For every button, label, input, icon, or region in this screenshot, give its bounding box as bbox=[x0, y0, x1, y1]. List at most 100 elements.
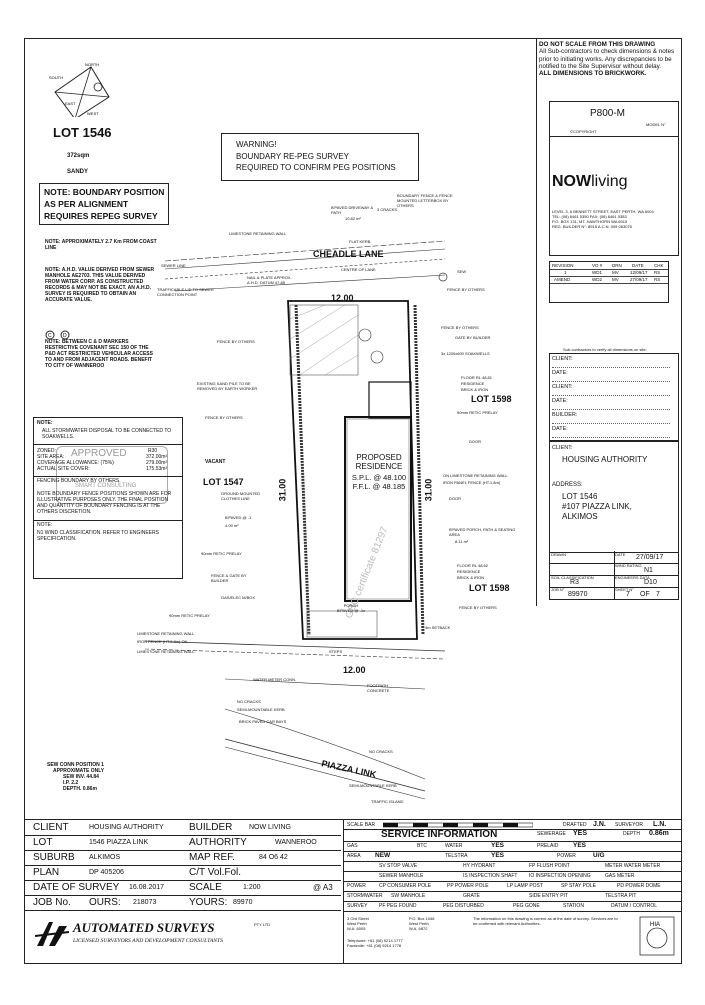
model-box: P800-M MODEL N° ©COPYRIGHT bbox=[549, 101, 679, 137]
site-area-value: 372.00m² bbox=[146, 454, 168, 460]
right-panel: DO NOT SCALE FROM THIS DRAWING All Sub-c… bbox=[536, 39, 682, 606]
compass-south: WEST bbox=[87, 111, 99, 116]
phone-line: Telephone: +61 (08) 9214 1777 bbox=[347, 938, 403, 943]
soil-cell: SOIL CLASSIFICATION R3 bbox=[550, 575, 615, 588]
rev-header: REVISION bbox=[552, 263, 574, 268]
label-residence-top: RESIDENCE bbox=[461, 381, 485, 386]
actual-cover-label: ACTUAL SITE COVER: bbox=[37, 466, 90, 472]
label-iron-fence: IRON FENCE (HT.0.8m) ON bbox=[137, 639, 188, 644]
rev-header: DATE bbox=[632, 263, 644, 268]
sewer-note-line: SEW CONN POSITION 1 bbox=[47, 762, 104, 768]
si-legend-item: PEG DISTURBED bbox=[443, 903, 484, 909]
label-sew: SEW bbox=[457, 269, 467, 274]
sheet-label: SHEET N° bbox=[615, 587, 634, 592]
si-legend-row-1: SV STOP VALVE HY HYDRANT FP FLUSH POINT … bbox=[343, 861, 681, 872]
of-value: 7 bbox=[656, 591, 660, 598]
date-label: DATE bbox=[615, 552, 626, 557]
si-power-label: POWER bbox=[557, 853, 576, 859]
label-brick-iron-bottom: BRICK & IRON bbox=[457, 575, 485, 580]
drawn-label: DRAWN bbox=[551, 552, 566, 557]
tb-dos-value: 16.08.2017 bbox=[129, 884, 165, 891]
si-legend-item: IS INSPECTION SHAFT bbox=[463, 873, 518, 879]
job-label: JOB N° bbox=[551, 587, 565, 592]
company-subtitle: LICENSED SURVEYORS AND DEVELOPMENT CONSU… bbox=[73, 938, 223, 944]
si-legend-item: IO INSPECTION OPENING bbox=[529, 873, 591, 879]
label-setback: 4m SETBACK bbox=[425, 625, 451, 630]
office-address-right: P.O. Box 1048 West Perth W.A. 6872 bbox=[409, 916, 465, 931]
address-value: LOT 1546 #107 PIAZZA LINK, ALKIMOS bbox=[562, 492, 632, 522]
residence-ffl: F.F.L. @ 48.185 bbox=[352, 482, 406, 491]
label-no-cracks: NO CRACKS bbox=[237, 699, 261, 704]
tb-authority-label: AUTHORITY bbox=[189, 837, 247, 848]
si-telstra-label: TELSTRA bbox=[445, 853, 468, 859]
si-row-label: POWER bbox=[347, 883, 366, 889]
rev-cell: RS bbox=[654, 270, 661, 275]
address-label: ADDRESS: bbox=[552, 482, 583, 488]
office-phone: Telephone: +61 (08) 9214 1777 Facsimile:… bbox=[347, 938, 457, 948]
rev-cell: 12/09/17 bbox=[630, 270, 648, 275]
label-residence-bottom: RESIDENCE bbox=[457, 569, 481, 574]
hia-logo-icon: HIA bbox=[639, 916, 675, 956]
brand-logo: NOWliving bbox=[552, 173, 628, 191]
tb-lot-value: 1546 PIAZZA LINK bbox=[89, 839, 149, 846]
si-legend-item: SEWER MANHOLE bbox=[379, 873, 424, 879]
label-steps: STEPS bbox=[329, 649, 343, 654]
label-fence-by-others-left: FENCE BY OTHERS bbox=[217, 339, 255, 344]
si-legend-item: DATUM / CONTROL bbox=[611, 903, 658, 909]
label-on-limestone: ON LIMESTONE RETAINING WALL bbox=[443, 473, 508, 478]
si-surveyor-label: SURVEYOR bbox=[615, 822, 643, 828]
fence-position-note: NOTE BOUNDARY FENCE POSITIONS SHOWN ARE … bbox=[37, 491, 172, 515]
si-row-label: STORMWATER bbox=[347, 893, 383, 899]
site-notes-box: NOTE: ALL STORMWATER DISPOSAL TO BE CONN… bbox=[33, 417, 183, 579]
tb-ct-label: C/T Vol.Fol. bbox=[189, 867, 242, 878]
rev-header: DRN bbox=[612, 263, 622, 268]
label-footpath: FOOTPATH CONCRETE bbox=[367, 683, 390, 693]
si-title-row: SERVICE INFORMATION SEWERAGE YES DEPTH 0… bbox=[343, 829, 681, 842]
tb-dos-label: DATE OF SURVEY bbox=[33, 882, 120, 893]
tb-ours-value: 218073 bbox=[133, 899, 157, 906]
client-label: CLIENT: bbox=[552, 445, 573, 451]
revision-header-row: REVISION VO # DRN DATE CHK bbox=[550, 262, 668, 270]
actual-cover-value: 175.53m² bbox=[146, 466, 168, 472]
ahd-note: NOTE: A.H.D. VALUE DERIVED FROM SEWER MA… bbox=[45, 267, 155, 303]
compass-west: SOUTH bbox=[49, 75, 63, 80]
north-compass-icon: NORTH SOUTH EAST WEST bbox=[49, 62, 110, 117]
wind-label: WIND RATING bbox=[615, 563, 642, 568]
tb-mapref-value: 84 O6 42 bbox=[259, 854, 288, 861]
zoned-value: R30 bbox=[148, 448, 158, 454]
si-prelaid-value: YES bbox=[573, 842, 587, 849]
client-value: HOUSING AUTHORITY bbox=[562, 455, 648, 464]
proposed-residence: PROPOSED RESIDENCE S.P.L. @ 48.100 F.F.L… bbox=[349, 453, 409, 491]
sheet-cell: SHEET N° 7 OF 7 bbox=[614, 587, 678, 599]
dim-top: 12.00 bbox=[331, 293, 354, 303]
si-legend-item: GAS METER bbox=[605, 873, 635, 879]
si-legend-item: PEG GONE bbox=[513, 903, 540, 909]
si-scale-bar-label: SCALE BAR bbox=[347, 822, 376, 828]
label-limestone-wall: LIMESTONE RETAINING WALL bbox=[229, 231, 287, 236]
coverage-value: 279.00m² bbox=[146, 460, 168, 466]
rev-cell: MV bbox=[612, 277, 619, 282]
label-fence-gate: FENCE & GATE BY BUILDER bbox=[211, 573, 247, 583]
of-label: OF bbox=[640, 591, 650, 598]
coverage-label: COVERAGE ALLOWANCE: (75%) bbox=[37, 460, 114, 466]
address-value-line: ALKIMOS bbox=[562, 512, 598, 521]
soil-value: R3 bbox=[570, 579, 579, 586]
label-iron-panel: IRON PANEL FENCE (HT:1.8m) bbox=[443, 480, 501, 485]
label-existing-sand: EXISTING SAND PILE TO BE REMOVED BY EART… bbox=[197, 381, 258, 391]
label-driveway-area: 10.82 m² bbox=[345, 216, 361, 221]
tb-mapref-label: MAP REF. bbox=[189, 852, 235, 863]
label-boundary-fence-by-others: FENCE BY OTHERS bbox=[205, 415, 243, 420]
office-line: W.A. 6872 bbox=[409, 926, 428, 931]
si-legend-item: PD POWER DOME bbox=[617, 883, 661, 889]
residence-spl: S.P.L. @ 48.100 bbox=[351, 473, 407, 482]
residence-line: PROPOSED bbox=[356, 453, 402, 462]
sewer-conn-note: SEW CONN POSITION 1 APPROXIMATE ONLY SEW… bbox=[47, 762, 127, 792]
si-row-label: SURVEY bbox=[347, 903, 368, 909]
eng-label: ENGINEERS DATA bbox=[615, 575, 650, 580]
porch-title: PORCH bbox=[343, 603, 359, 608]
title-block: CLIENT HOUSING AUTHORITY BUILDER NOW LIV… bbox=[25, 819, 344, 964]
lot-1598-top: LOT 1598 bbox=[471, 394, 512, 404]
label-bpaved-porch: B'PAVED PORCH, PATH & SEATING AREA bbox=[449, 527, 516, 537]
rev-cell: 1 bbox=[564, 270, 567, 275]
label-limestone-bottom: LIMESTONE RETAINING WALL bbox=[137, 631, 195, 636]
